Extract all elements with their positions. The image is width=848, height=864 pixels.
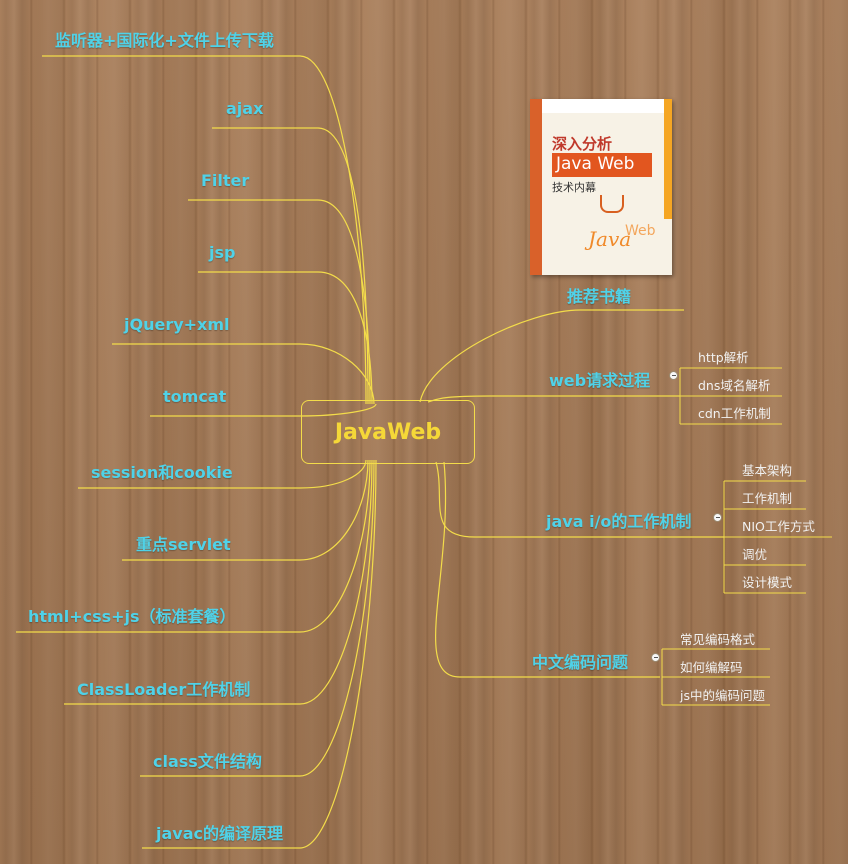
subtopic-design-pattern[interactable]: 设计模式: [742, 575, 793, 590]
topic-chinese-encoding[interactable]: 中文编码问题: [532, 653, 629, 672]
subtopic-encoding-formats[interactable]: 常见编码格式: [680, 632, 756, 647]
topic-tomcat[interactable]: tomcat: [163, 387, 227, 406]
right-branch-line-1: [427, 395, 680, 403]
left-branch-line-9: [64, 459, 373, 705]
topic-recommended-books[interactable]: 推荐书籍: [567, 287, 632, 306]
topic-class-file-structure[interactable]: class文件结构: [153, 752, 262, 771]
book-logo-java: Java: [588, 227, 632, 251]
central-topic-label: JavaWeb: [334, 419, 442, 445]
left-branch-line-8: [16, 459, 371, 633]
collapse-toggle-web-request[interactable]: [669, 371, 678, 380]
topic-javac-compile[interactable]: javac的编译原理: [156, 824, 283, 843]
right-branch-line-2: [435, 461, 724, 538]
java-cup-icon: [600, 195, 624, 213]
topic-classloader[interactable]: ClassLoader工作机制: [77, 680, 251, 699]
topic-filter[interactable]: Filter: [201, 171, 250, 190]
topic-jsp[interactable]: jsp: [209, 243, 236, 262]
subtopic-nio[interactable]: NIO工作方式: [742, 519, 815, 534]
subtopic-tuning[interactable]: 调优: [742, 547, 768, 562]
topic-web-request[interactable]: web请求过程: [549, 371, 651, 390]
left-branch-line-11: [142, 459, 377, 849]
subtopic-encode-decode[interactable]: 如何编解码: [680, 660, 743, 675]
left-branch-line-5: [150, 403, 377, 417]
left-branch-line-3: [198, 271, 373, 405]
subtopic-js-encoding[interactable]: js中的编码问题: [680, 688, 765, 703]
left-branch-line-0: [42, 55, 367, 405]
topic-servlet[interactable]: 重点servlet: [136, 535, 231, 554]
left-branch-line-7: [122, 459, 369, 561]
left-branch-line-2: [188, 199, 371, 405]
topic-jquery-xml[interactable]: jQuery+xml: [124, 315, 230, 334]
subtopic-io-architecture[interactable]: 基本架构: [742, 463, 793, 478]
book-title-line3: 技术内幕: [552, 181, 596, 194]
topic-ajax[interactable]: ajax: [226, 99, 264, 118]
topic-session-cookie[interactable]: session和cookie: [91, 463, 233, 482]
central-topic[interactable]: JavaWeb: [301, 400, 475, 464]
right-branch-line-3: [435, 461, 660, 678]
right-branch-line-0: [419, 309, 684, 403]
subtopic-http-parse[interactable]: http解析: [698, 350, 749, 365]
collapse-toggle-java-io[interactable]: [713, 513, 722, 522]
book-title-line2: Java Web: [556, 154, 635, 174]
left-branch-line-4: [112, 343, 375, 405]
subtopic-io-mechanism[interactable]: 工作机制: [742, 491, 793, 506]
book-logo-web: Web: [625, 223, 656, 239]
left-branch-line-1: [212, 127, 369, 405]
book-title-line1: 深入分析: [552, 135, 613, 153]
topic-listener-i18n-upload[interactable]: 监听器+国际化+文件上传下载: [55, 31, 274, 50]
topic-html-css-js[interactable]: html+css+js（标准套餐）: [28, 607, 236, 626]
book-cover-image: 深入分析 Java Web 技术内幕 Java Web: [530, 99, 672, 275]
left-branch-line-6: [78, 459, 367, 489]
left-branch-line-10: [140, 459, 375, 777]
topic-java-io[interactable]: java i/o的工作机制: [546, 512, 692, 531]
subtopic-cdn[interactable]: cdn工作机制: [698, 406, 771, 421]
collapse-toggle-chinese-encoding[interactable]: [651, 653, 660, 662]
subtopic-dns-parse[interactable]: dns域名解析: [698, 378, 771, 393]
